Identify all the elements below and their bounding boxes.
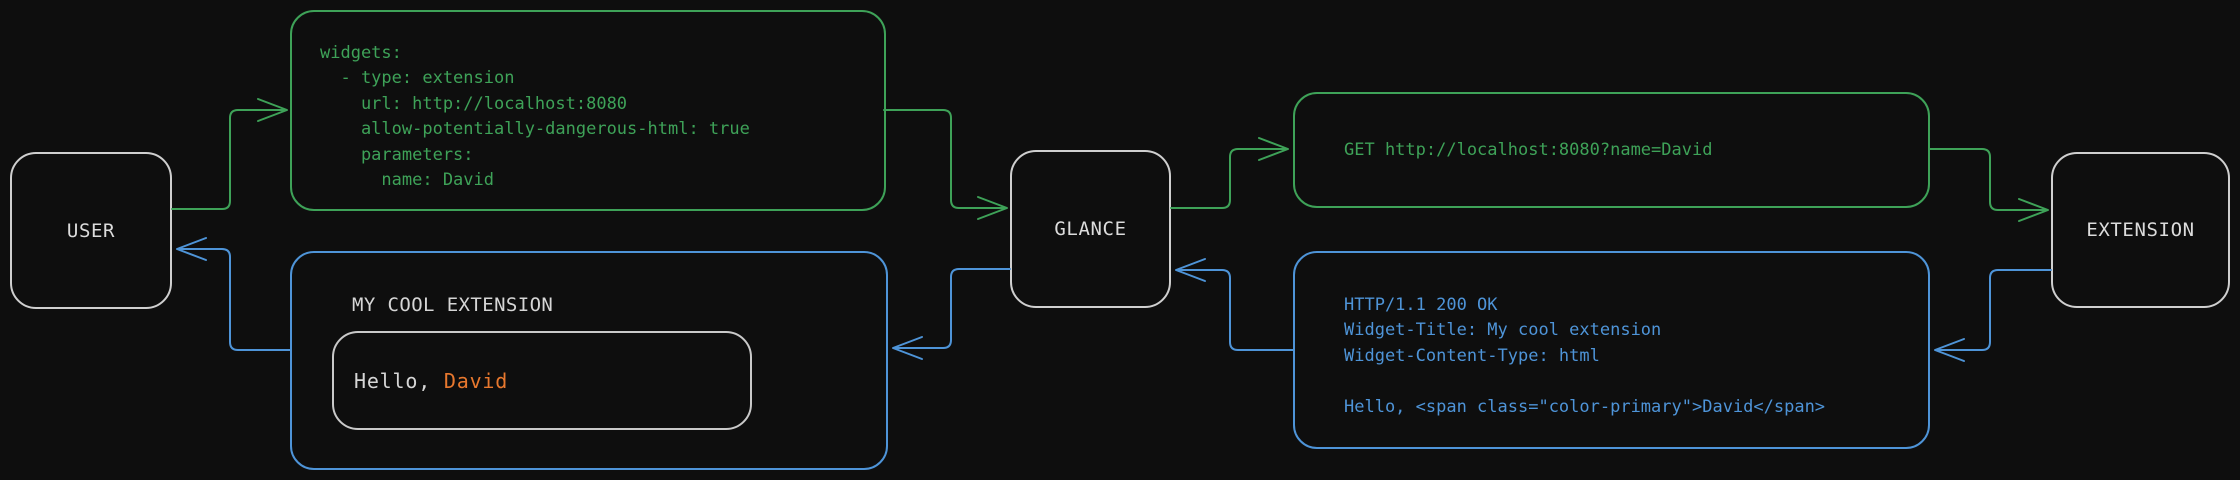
widget-content-box: Hello, David xyxy=(332,331,752,430)
config-yaml-code: widgets: - type: extension url: http://l… xyxy=(320,41,750,193)
arrow-response-to-glance xyxy=(1178,269,1294,351)
widget-greeting: Hello, David xyxy=(354,369,508,393)
arrow-glance-to-request xyxy=(1170,148,1286,209)
config-yaml-box: widgets: - type: extension url: http://l… xyxy=(290,10,886,211)
arrowhead-request-to-extension xyxy=(2018,198,2049,222)
arrowhead-glance-to-request xyxy=(1258,137,1289,161)
http-response-code: HTTP/1.1 200 OK Widget-Title: My cool ext… xyxy=(1344,293,1825,420)
code-line: widgets: xyxy=(320,43,402,63)
greeting-name: David xyxy=(443,368,509,393)
node-extension: EXTENSION xyxy=(2051,152,2230,308)
code-line: Widget-Content-Type: html xyxy=(1344,345,1600,366)
node-glance: GLANCE xyxy=(1010,150,1171,308)
code-line: Hello, <span class="color-primary">David… xyxy=(1344,396,1826,417)
http-response-box: HTTP/1.1 200 OK Widget-Title: My cool ext… xyxy=(1293,251,1930,449)
code-line xyxy=(1344,369,1825,394)
code-line: HTTP/1.1 200 OK xyxy=(1344,295,1498,315)
node-user-label: USER xyxy=(66,219,116,242)
arrow-config-to-glance xyxy=(883,109,1005,209)
http-request-box: GET http://localhost:8080?name=David xyxy=(1293,92,1930,208)
arrowhead-response-to-glance xyxy=(1175,258,1206,282)
greeting-prefix: Hello, xyxy=(354,368,444,393)
rendered-widget-box: MY COOL EXTENSION Hello, David xyxy=(290,251,888,470)
code-line: parameters: xyxy=(320,144,474,165)
arrow-user-to-config xyxy=(171,109,285,210)
widget-title: MY COOL EXTENSION xyxy=(352,294,554,316)
code-line: name: David xyxy=(320,170,494,191)
code-line: - type: extension xyxy=(320,68,515,89)
http-request-text: GET http://localhost:8080?name=David xyxy=(1344,140,1713,160)
arrow-widget-to-user xyxy=(179,248,291,351)
arrow-request-to-extension xyxy=(1929,148,2046,211)
arrow-extension-to-response xyxy=(1937,269,2052,351)
code-line: allow-potentially-dangerous-html: true xyxy=(320,119,750,140)
arrowhead-glance-to-widget xyxy=(892,336,923,360)
arrowhead-extension-to-response xyxy=(1934,338,1965,362)
arrowhead-user-to-config xyxy=(257,98,288,122)
arrowhead-config-to-glance xyxy=(977,196,1008,220)
arrowhead-widget-to-user xyxy=(176,237,207,261)
node-user: USER xyxy=(10,152,172,309)
code-line: Widget-Title: My cool extension xyxy=(1344,320,1662,341)
code-line: url: http://localhost:8080 xyxy=(320,93,628,114)
node-extension-label: EXTENSION xyxy=(2086,219,2195,241)
node-glance-label: GLANCE xyxy=(1054,218,1127,240)
arrow-glance-to-widget xyxy=(895,268,1011,349)
